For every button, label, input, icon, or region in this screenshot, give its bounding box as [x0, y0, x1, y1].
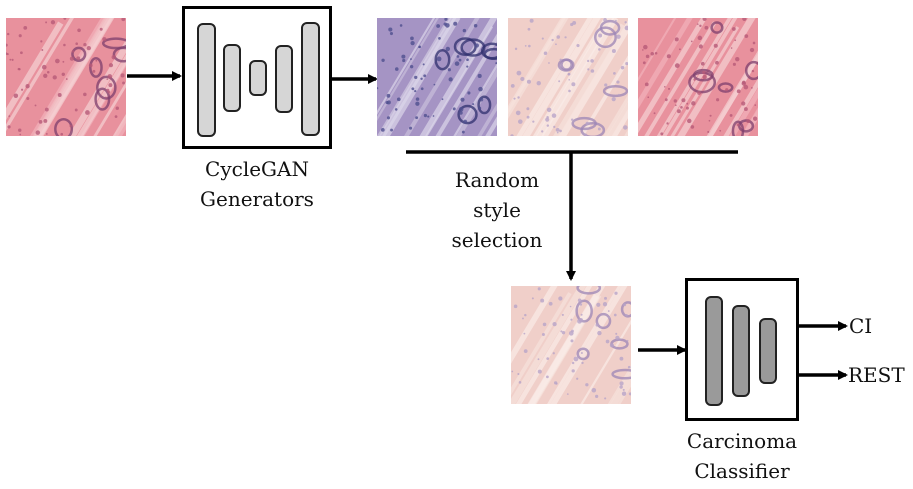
generator-layer-bar [249, 60, 267, 96]
generator-caption-line2: Generators [200, 187, 314, 211]
selection-line1: Random [454, 168, 540, 192]
classifier-caption-line2: Classifier [694, 459, 790, 483]
style-tile-purple [377, 18, 497, 136]
classifier-layer-bar [705, 296, 723, 406]
generator-layer-bar [223, 44, 241, 112]
generator-layer-bar [301, 22, 320, 136]
random-style-selection-label: Random style selection [430, 165, 564, 255]
carcinoma-classifier-box [685, 278, 799, 421]
classifier-layer-bar [732, 305, 750, 397]
classifier-caption-line1: Carcinoma [686, 429, 798, 453]
generator-layer-bar [197, 23, 216, 137]
style-tile-pink [638, 18, 758, 136]
tissue-texture [377, 18, 497, 136]
input-histology-tile [6, 18, 126, 136]
classifier-caption: Carcinoma Classifier [668, 426, 816, 486]
selection-line2: style [473, 198, 521, 222]
output-label-ci: CI [849, 314, 873, 338]
classifier-layer-bar [759, 318, 777, 384]
generator-layer-bar [275, 45, 293, 113]
tissue-texture [511, 286, 631, 404]
style-tile-light [508, 18, 628, 136]
selection-line3: selection [451, 228, 543, 252]
selected-style-tile [511, 286, 631, 404]
tissue-texture [638, 18, 758, 136]
tissue-texture [6, 18, 126, 136]
cyclegan-generator-box [182, 6, 332, 149]
generator-caption-line1: CycleGAN [205, 157, 309, 181]
output-label-rest: REST [848, 363, 905, 387]
tissue-texture [508, 18, 628, 136]
generator-caption: CycleGAN Generators [176, 154, 338, 214]
